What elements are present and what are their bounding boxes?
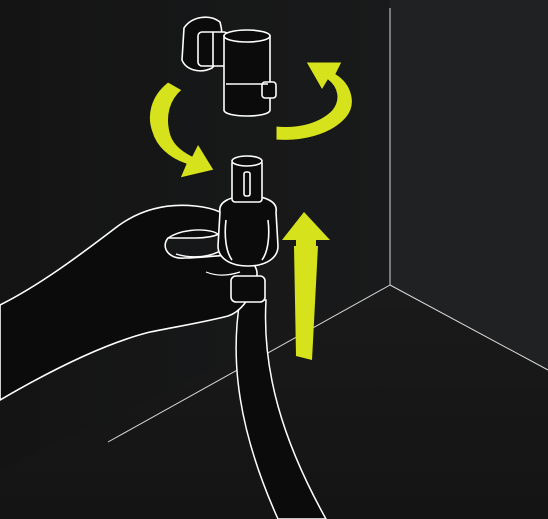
valve-top — [224, 30, 270, 42]
coupling-collar — [231, 276, 265, 302]
coupling-spout-opening — [232, 156, 262, 166]
valve-body — [224, 32, 270, 117]
